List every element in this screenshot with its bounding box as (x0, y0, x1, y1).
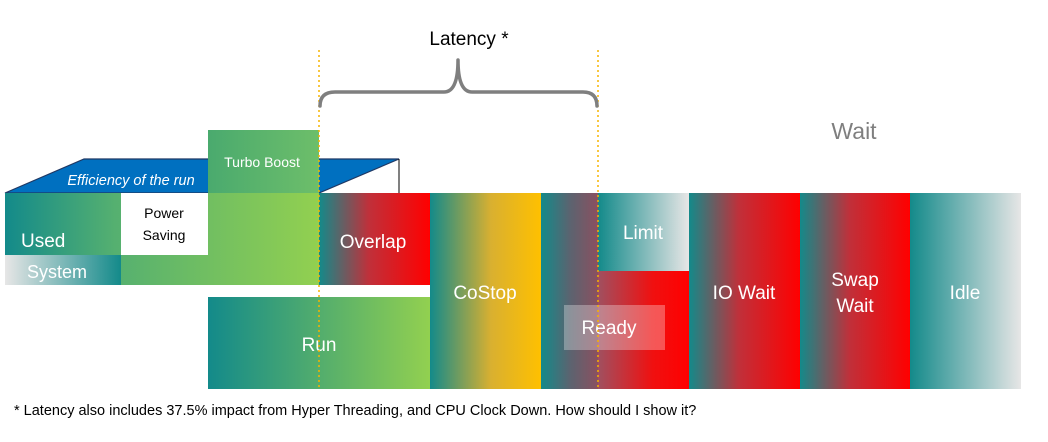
ready-left-block (541, 193, 598, 389)
overlap: Overlap (319, 193, 430, 285)
turbo-boost-label: Turbo Boost (224, 154, 300, 170)
ready-right-block (598, 271, 689, 389)
used-group: Used Power Saving System (5, 193, 319, 285)
wait-label: Wait (831, 118, 877, 144)
swap-wait-label-2: Wait (836, 296, 874, 317)
idle: Idle (910, 193, 1021, 389)
costop-label: CoStop (453, 283, 516, 304)
swap-wait: Swap Wait (800, 193, 910, 389)
power-saving-label-1: Power (144, 205, 184, 221)
costop: CoStop (430, 193, 541, 389)
io-wait: IO Wait (689, 193, 800, 389)
latency-label: Latency * (429, 29, 509, 50)
turbo-boost-block (208, 130, 319, 193)
costop-block (430, 193, 541, 389)
turbo-boost: Turbo Boost (208, 130, 319, 193)
idle-block (910, 193, 1021, 389)
ready-label-box (564, 305, 665, 350)
io-wait-block (689, 193, 800, 389)
idle-label: Idle (950, 283, 981, 304)
overlap-block (319, 193, 430, 285)
power-saving-block (121, 193, 208, 255)
latency-brace (318, 58, 599, 108)
ready: Ready (541, 193, 689, 389)
efficiency-label: Efficiency of the run (67, 173, 194, 189)
run: Run (208, 297, 430, 389)
ready-label: Ready (582, 318, 637, 339)
system-block (5, 255, 121, 285)
system-label: System (27, 262, 87, 282)
footnote: * Latency also includes 37.5% impact fro… (14, 403, 697, 419)
limit-block (598, 193, 689, 271)
used-label: Used (21, 231, 65, 252)
efficiency-parallelogram (4, 158, 400, 194)
run-block (208, 297, 430, 389)
power-saving-label-2: Saving (143, 227, 186, 243)
io-wait-label: IO Wait (713, 283, 776, 304)
efficiency-band: Efficiency of the run (4, 158, 400, 194)
overlap-label: Overlap (340, 232, 407, 253)
limit: Limit (598, 193, 689, 271)
swap-wait-label-1: Swap (831, 270, 879, 291)
limit-label: Limit (623, 223, 664, 244)
swap-wait-block (800, 193, 910, 389)
